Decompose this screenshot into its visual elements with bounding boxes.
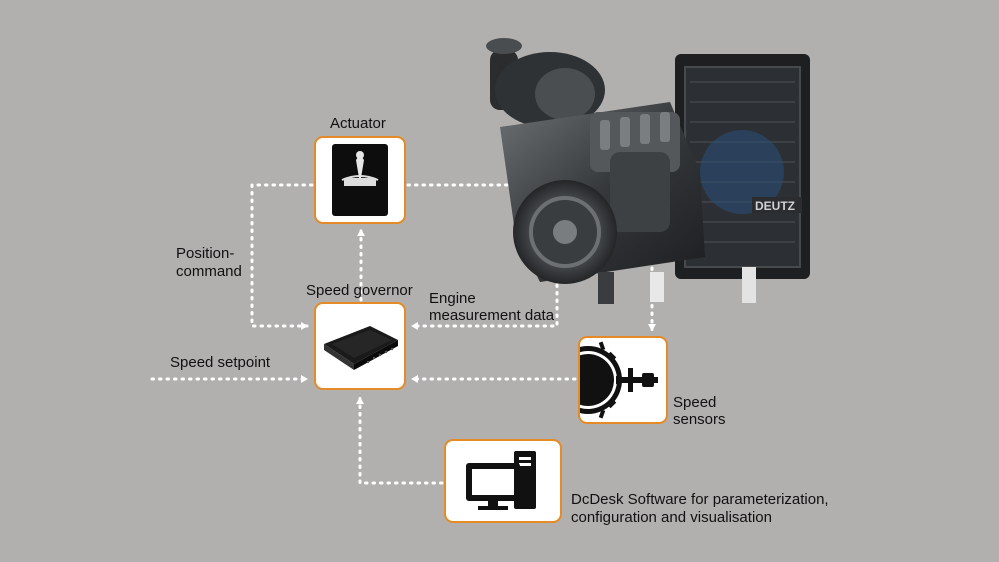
speed-setpoint-label: Speed setpoint xyxy=(170,354,271,371)
control-unit-icon xyxy=(324,326,398,370)
dcdesk-label-line1: DcDesk Software for parameterization, xyxy=(571,491,829,508)
computer-icon xyxy=(466,451,536,510)
position-command-label-line2: command xyxy=(176,263,242,280)
connector-software-to-governor xyxy=(356,396,444,485)
connector-position-command xyxy=(250,183,314,330)
engine-image: DEUTZ xyxy=(486,38,810,304)
speed-sensor-icon xyxy=(580,341,658,419)
actuator-label: Actuator xyxy=(330,115,386,132)
position-command-label-line1: Position- xyxy=(176,245,235,262)
actuator-icon xyxy=(332,144,388,216)
connector-engine-data xyxy=(410,268,559,330)
engine-brand-label: DEUTZ xyxy=(755,199,795,213)
engine-data-label-line1: Engine xyxy=(429,290,476,307)
speed-governor-box xyxy=(314,302,406,390)
dcdesk-label-line2: configuration and visualisation xyxy=(571,509,772,526)
speed-sensors-label-line2: sensors xyxy=(673,411,726,428)
software-box xyxy=(444,439,562,523)
speed-sensors-label-line1: Speed xyxy=(673,394,717,411)
speed-governor-label: Speed governor xyxy=(306,282,413,299)
engine-data-label-line2: measurement data xyxy=(429,307,555,324)
speed-sensors-box xyxy=(578,336,668,424)
actuator-box xyxy=(314,136,406,224)
